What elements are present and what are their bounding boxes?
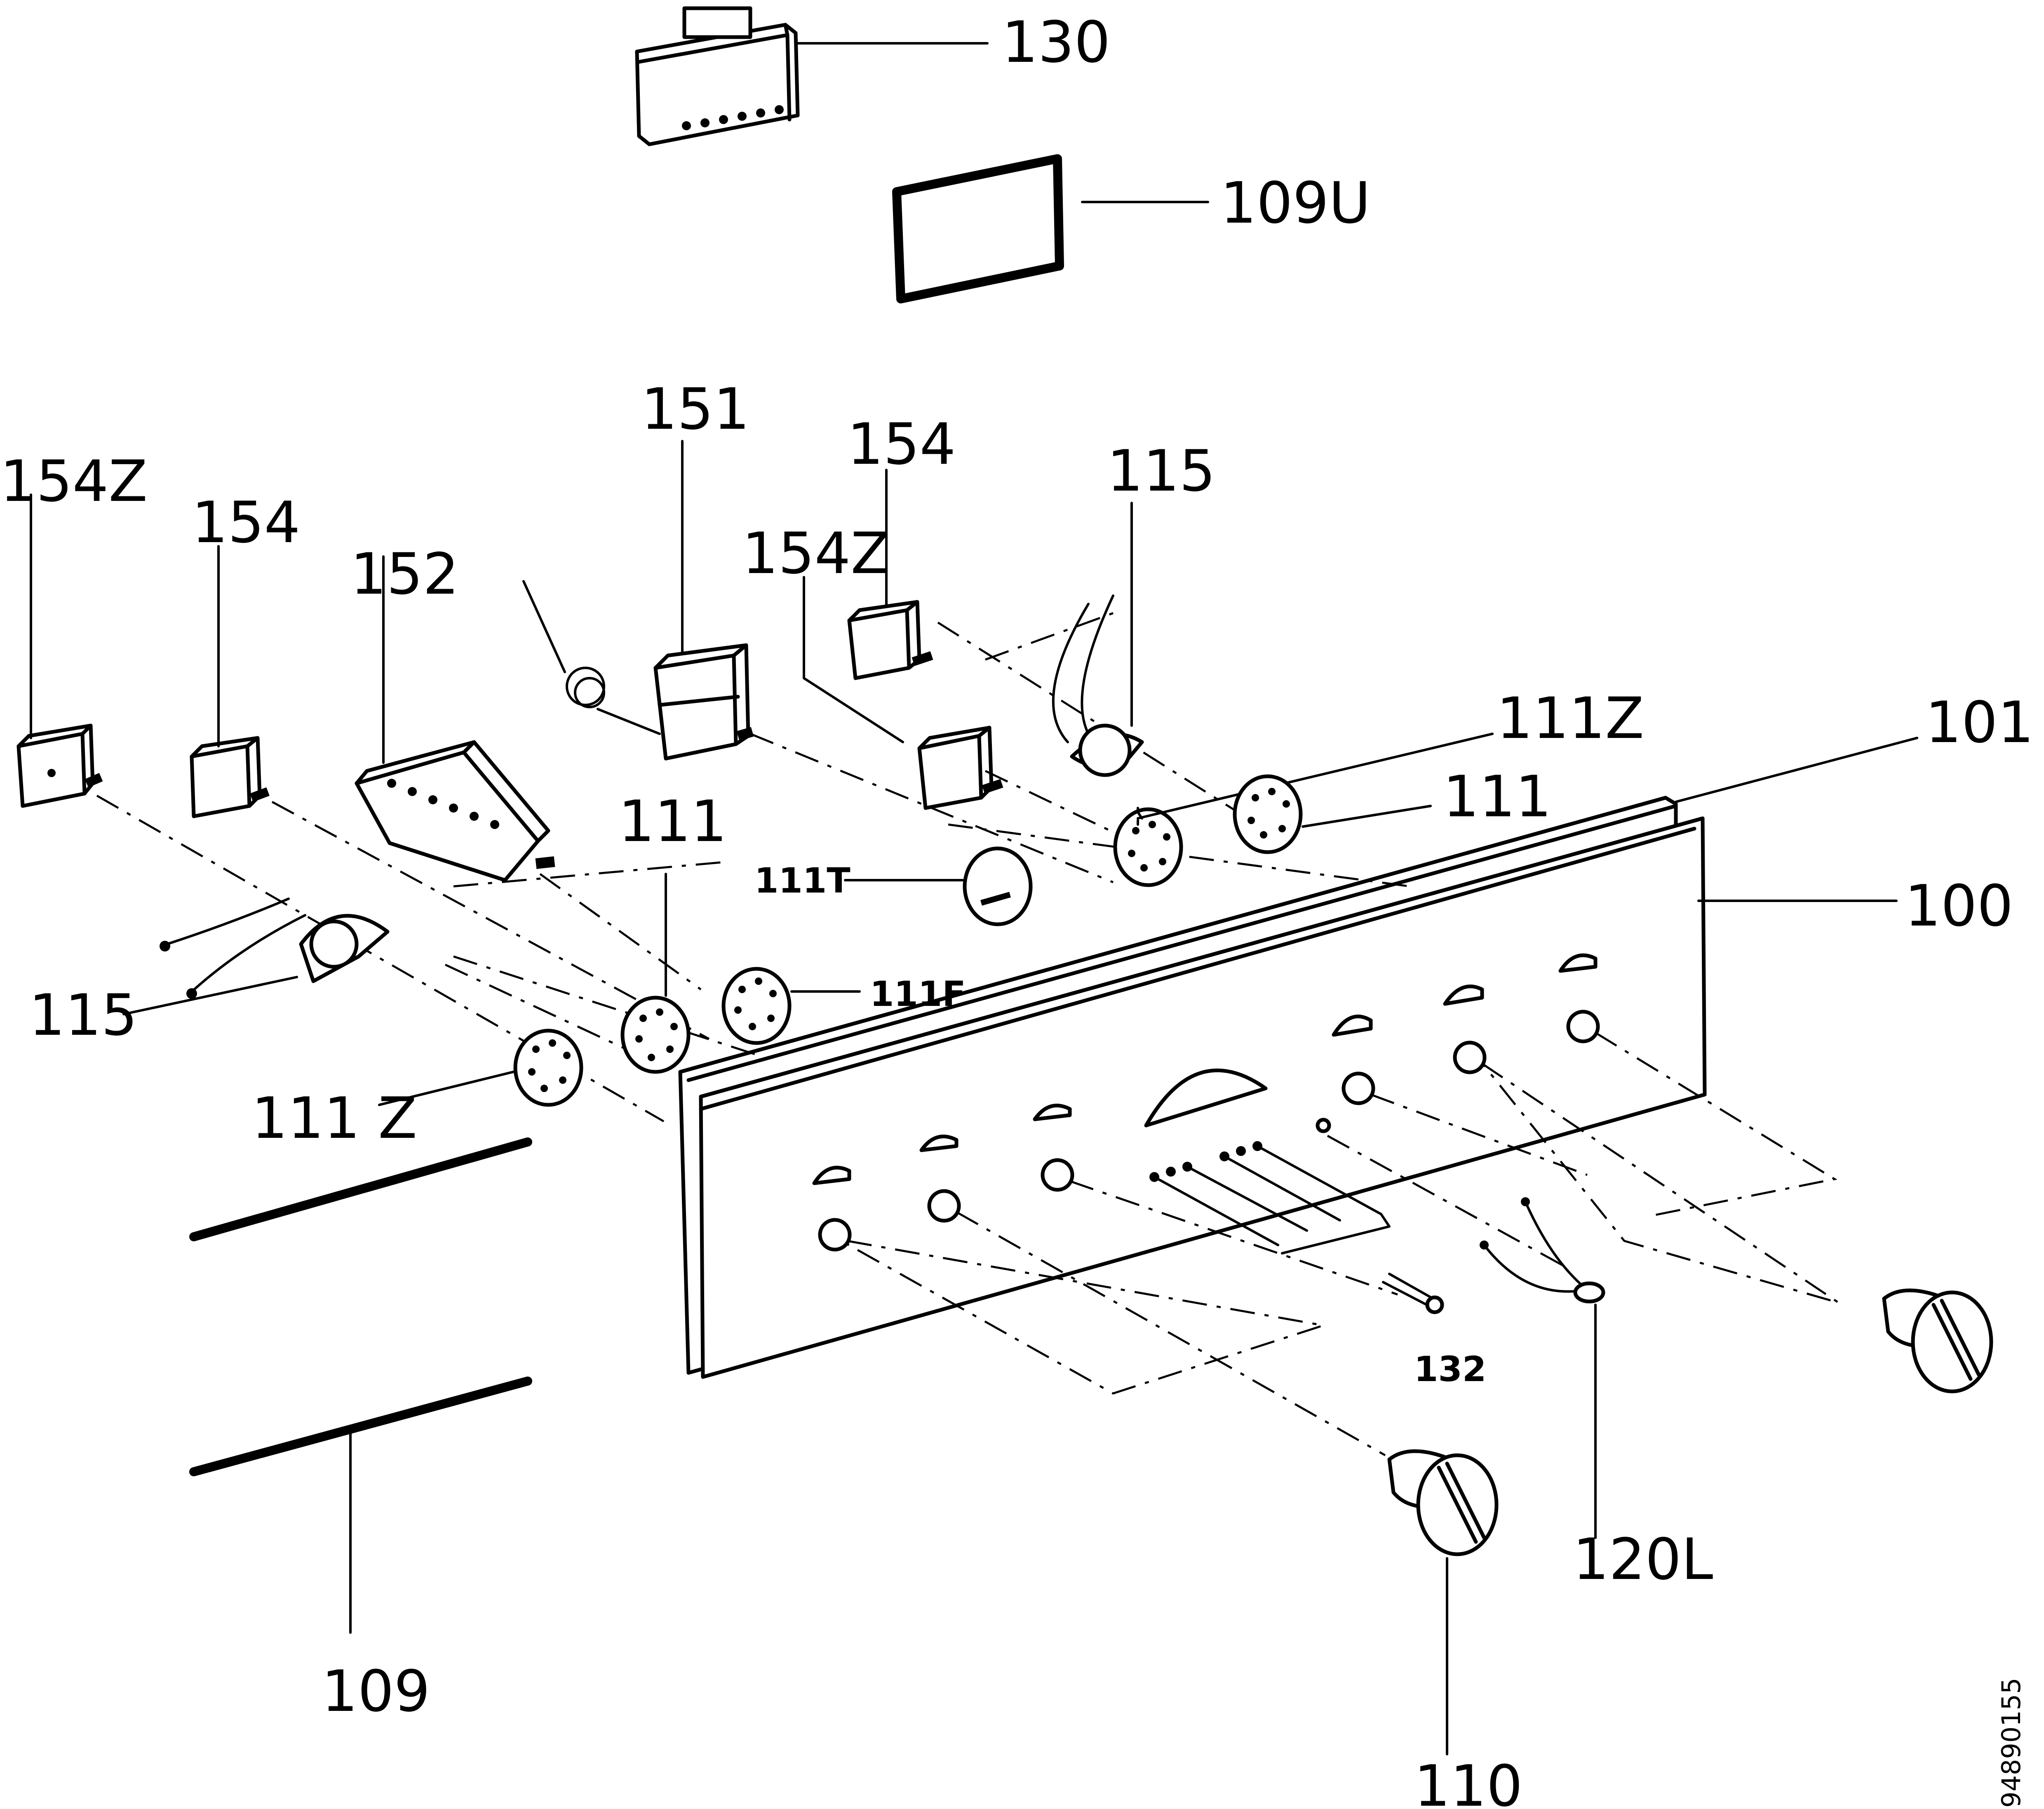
projection-lines (96, 609, 1840, 1457)
part-120L-lamp-holder (1480, 1197, 1605, 1539)
part-100-control-panel (678, 737, 1918, 1379)
part-110-knob-front (1387, 1449, 1499, 1755)
part-151-thermostat (522, 440, 754, 761)
part-109-trim-strips (189, 1137, 532, 1634)
part-115-left-lamp (122, 897, 390, 1015)
part-115-center-lamp (1052, 502, 1144, 777)
label-111-right: 111 (1443, 764, 1551, 830)
label-115-center: 115 (1107, 438, 1215, 504)
part-110-knob-rear (1882, 1288, 1993, 1393)
part-152-selector-switch (355, 555, 555, 882)
label-154-left: 154 (192, 489, 300, 556)
part-111F-seat (721, 967, 861, 1045)
label-115-left: 115 (29, 982, 137, 1048)
part-154-center-switch (847, 469, 933, 680)
part-109U-gasket (892, 154, 1209, 303)
label-154-center: 154 (847, 411, 956, 477)
part-111-center-seat (620, 873, 691, 1074)
part-111Z-right-seat (1113, 733, 1494, 887)
part-111-right-seat (1233, 774, 1432, 854)
label-111Z-right: 111Z (1497, 685, 1644, 752)
label-111Z-left: 111 Z (251, 1085, 417, 1151)
label-152: 152 (350, 541, 459, 607)
label-110: 110 (1414, 1753, 1522, 1809)
part-130-display-module (635, 6, 989, 146)
label-109U: 109U (1220, 170, 1370, 236)
label-151: 151 (641, 376, 749, 442)
label-111F: 111F (870, 974, 966, 1014)
part-111Z-left-seat (378, 1029, 583, 1107)
part-111T-seat (844, 846, 1033, 926)
label-154Z-center: 154Z (742, 520, 890, 587)
label-109: 109 (322, 1658, 430, 1724)
part-154Z-center-switch (803, 576, 1003, 810)
label-100: 100 (1905, 873, 2013, 939)
label-111-center: 111 (618, 788, 727, 855)
label-101: 101 (1925, 689, 2034, 756)
led-pin-array (1149, 1141, 1391, 1255)
drawing-number: 94890155 (1996, 1677, 2026, 1808)
label-154Z-left: 154Z (0, 448, 148, 515)
part-154-left-switch (190, 545, 270, 818)
label-130: 130 (1002, 9, 1110, 75)
label-111T: 111T (754, 860, 850, 901)
label-120L: 120L (1573, 1526, 1713, 1593)
label-132: 132 (1414, 1349, 1486, 1389)
part-132-screw (1382, 1273, 1444, 1314)
part-154Z-left-switch (16, 493, 103, 808)
